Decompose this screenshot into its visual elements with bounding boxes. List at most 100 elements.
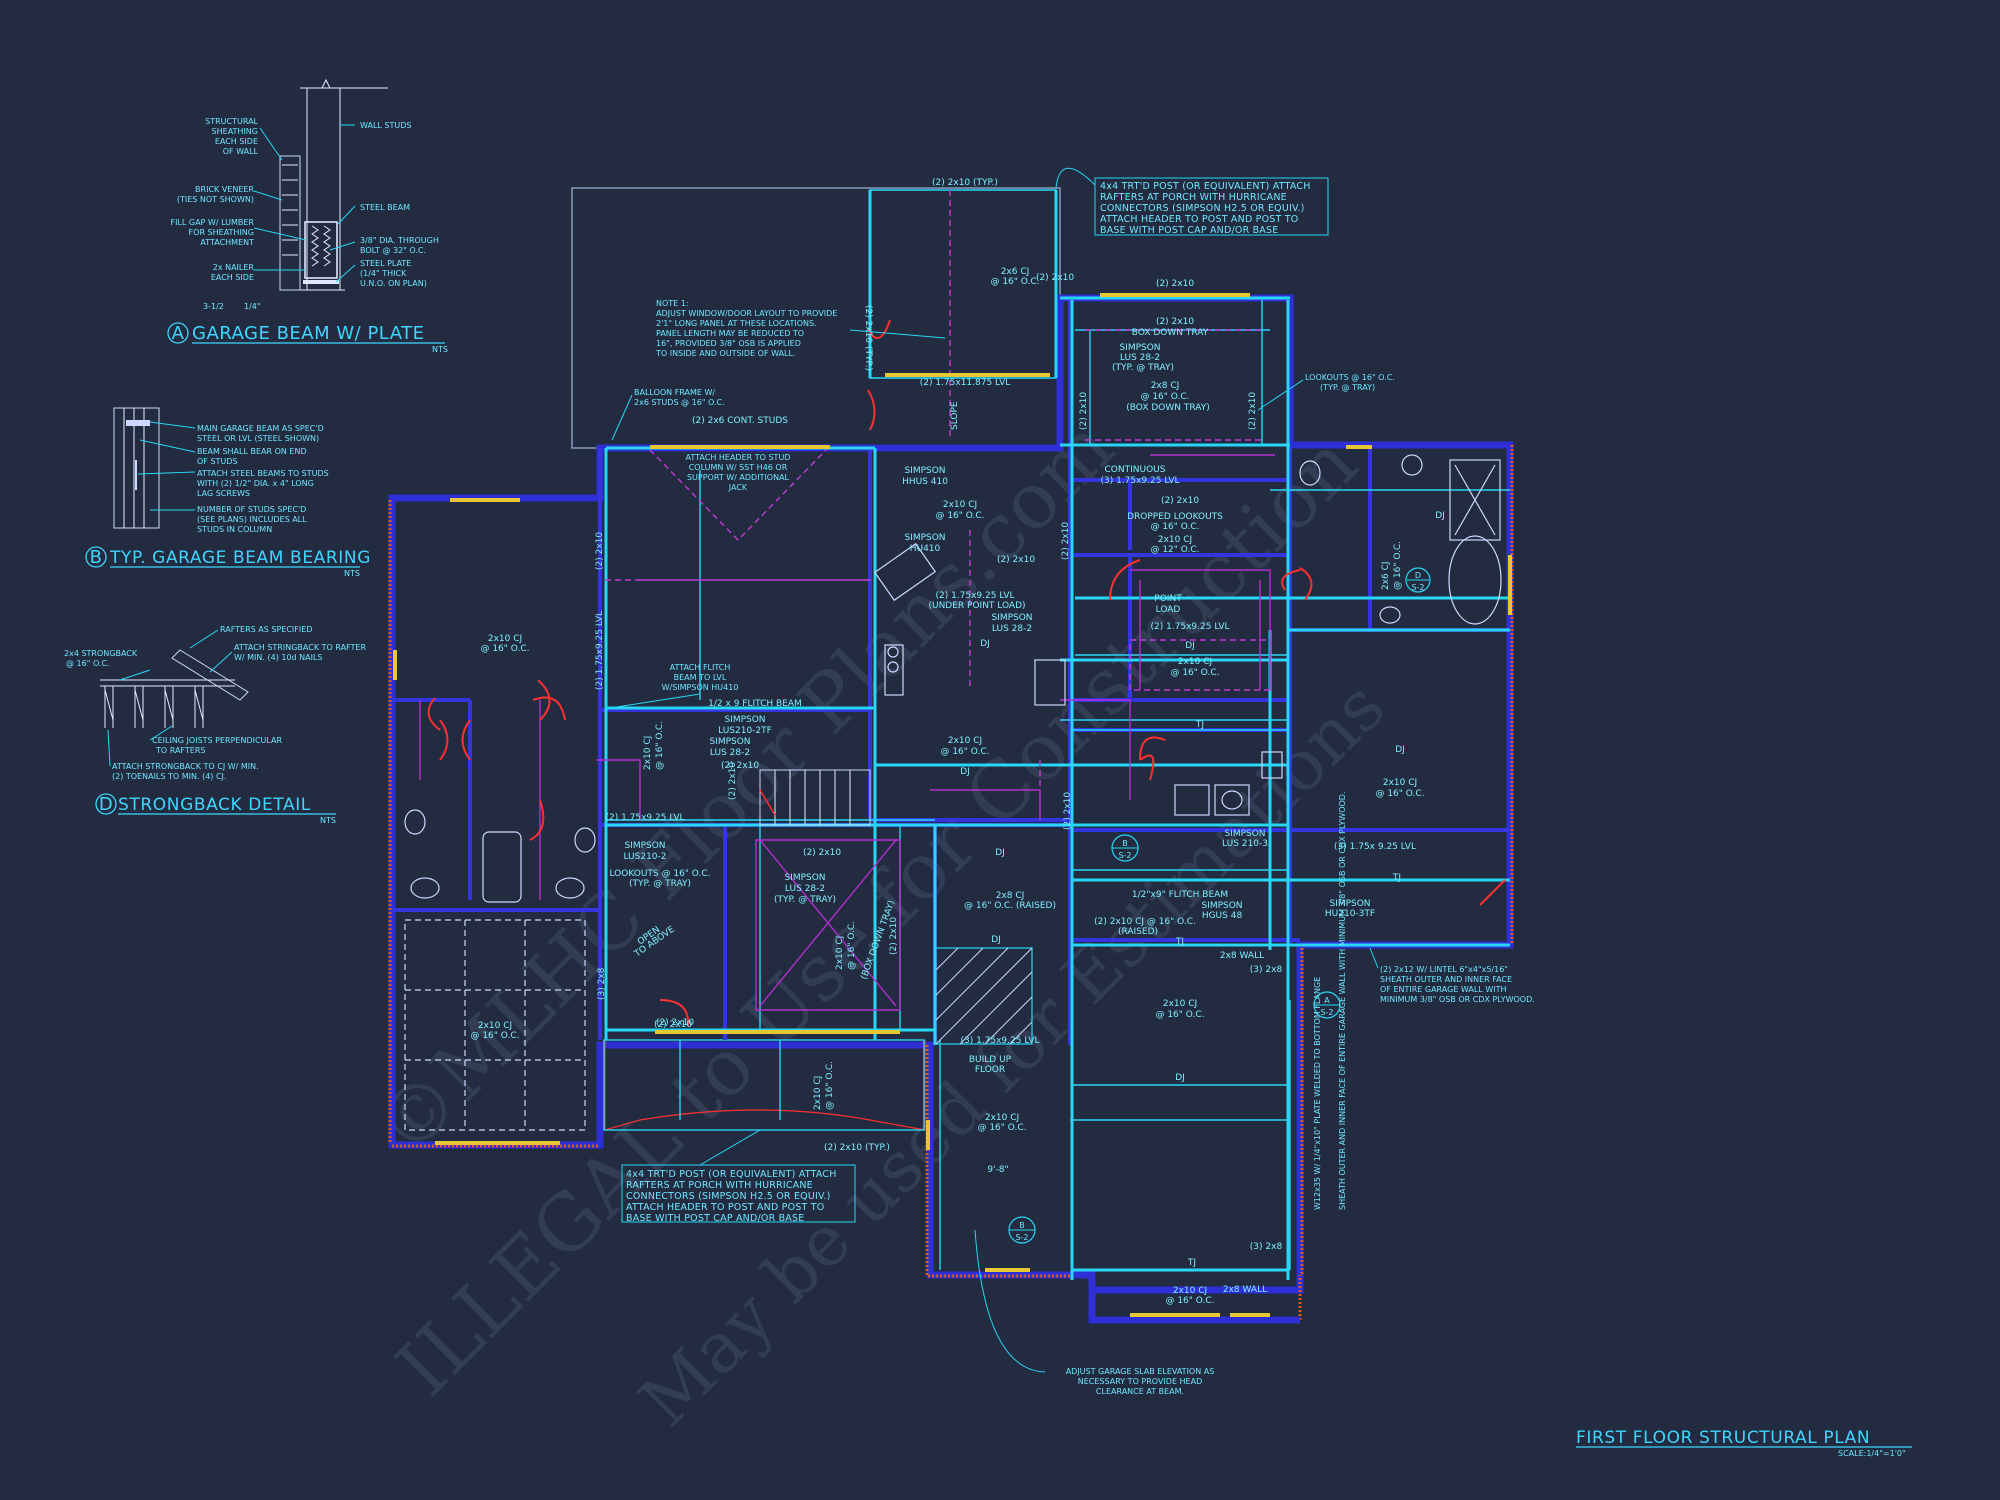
member-label: SIMPSON xyxy=(724,715,765,725)
member-label: 1/2"x9" FLITCH BEAM xyxy=(1132,890,1228,900)
rafter xyxy=(171,649,249,701)
member-label: HGUS 48 xyxy=(1202,911,1243,921)
member-label: (2) 2x6 CONT. STUDS xyxy=(692,416,788,426)
member-label: 2x10 CJ xyxy=(1158,535,1192,545)
member-label: (2) 2x10 (TYP.) xyxy=(932,178,998,188)
garage-door-grid xyxy=(404,919,586,1131)
note-line: 4x4 TRT'D POST (OR EQUIVALENT) ATTACH xyxy=(626,1169,837,1180)
detail-b-leaders xyxy=(137,421,196,511)
note-line: W/SIMPSON HU410 xyxy=(662,683,739,692)
detail-b-beam-bearing: MAIN GARAGE BEAM AS SPEC'D STEEL OR LVL … xyxy=(85,407,370,578)
member-label: SIMPSON xyxy=(1329,899,1370,909)
member-label: DJ xyxy=(995,848,1005,858)
note-line: NOTE 1: xyxy=(656,299,689,308)
member-label: @ 12" O.C. xyxy=(1150,545,1199,555)
note-line: OF ENTIRE GARAGE WALL WITH xyxy=(1380,985,1507,994)
label: U.N.O. ON PLAN) xyxy=(360,279,427,288)
member-label: (3) 1.75x9.25 LVL xyxy=(960,1036,1039,1046)
note-line: CLEARANCE AT BEAM. xyxy=(1096,1387,1184,1396)
member-label: (2) 2x10 xyxy=(728,762,738,800)
front-porch-curve xyxy=(604,1040,926,1131)
beam-lines xyxy=(604,190,1510,1280)
detail-tag-circle xyxy=(95,793,117,815)
label: STEEL BEAM xyxy=(360,203,410,212)
detail-title: STRONGBACK DETAIL xyxy=(118,795,311,815)
member-label: 2x8 CJ xyxy=(996,891,1025,901)
note-line: BALLOON FRAME W/ xyxy=(634,388,715,397)
note-line: LOOKOUTS @ 16" O.C. xyxy=(1305,373,1395,382)
plan-title: FIRST FLOOR STRUCTURAL PLAN xyxy=(1576,1428,1870,1448)
member-label: 2x6 CJ xyxy=(1381,561,1391,590)
member-label: (2) 2x10 xyxy=(1063,792,1073,830)
member-label: FLOOR xyxy=(975,1065,1005,1075)
member-label: 2x10 CJ xyxy=(478,1021,512,1031)
member-label: DJ xyxy=(960,767,970,777)
brick-coursing xyxy=(282,164,298,271)
note-line: NECESSARY TO PROVIDE HEAD xyxy=(1078,1377,1203,1386)
section-tags: D S-2 B S-2 A S-2 B S-2 xyxy=(1008,567,1431,1244)
member-label: (TYP. @ TRAY) xyxy=(629,879,691,889)
section-tag-letter: B xyxy=(1122,839,1128,848)
member-label: DJ xyxy=(1185,641,1195,651)
member-label: BUILD UP xyxy=(969,1055,1012,1065)
member-label: (TYP. @ TRAY) xyxy=(774,895,836,905)
member-label: @ 16" O.C. xyxy=(1375,789,1424,799)
stud-column xyxy=(113,407,160,529)
member-label: 2x10 CJ xyxy=(835,936,845,970)
member-label: (2) 1.75x9.25 LVL xyxy=(605,813,684,823)
boxed-note-porch-bottom: 4x4 TRT'D POST (OR EQUIVALENT) ATTACH RA… xyxy=(621,1129,856,1224)
note-line: COLUMN W/ SST H46 OR xyxy=(689,463,788,472)
label: 3-1/2 xyxy=(203,302,224,311)
member-label: HU410 xyxy=(910,544,941,554)
member-label: @ 16" O.C. xyxy=(977,1123,1026,1133)
label: ATTACH STEEL BEAMS TO STUDS xyxy=(197,469,329,478)
member-label: LUS 28-2 xyxy=(992,624,1032,634)
member-label: (2) 2x10 xyxy=(1161,496,1199,506)
member-label: HHUS 410 xyxy=(902,477,948,487)
label: STEEL OR LVL (STEEL SHOWN) xyxy=(197,434,319,443)
section-tag-sheet: S-2 xyxy=(1015,1233,1028,1242)
member-label: DJ xyxy=(1175,1073,1185,1083)
member-label: SIMPSON xyxy=(1201,901,1242,911)
note-line: 2x6 STUDS @ 16" O.C. xyxy=(634,398,725,407)
note-line: BASE WITH POST CAP AND/OR BASE xyxy=(626,1213,804,1224)
member-label: (BOX DOWN TRAY) xyxy=(1126,403,1209,413)
member-label: CONTINUOUS xyxy=(1105,465,1166,475)
detail-tag: A xyxy=(172,323,185,344)
label: 1/4" xyxy=(244,302,261,311)
detail-d-leaders xyxy=(107,629,233,767)
note-line: 2'1" LONG PANEL AT THESE LOCATIONS. xyxy=(656,319,817,328)
steel-beam xyxy=(304,221,338,279)
section-tag-circle xyxy=(1405,567,1431,593)
label: FILL GAP W/ LUMBER xyxy=(170,218,254,227)
note-line: BASE WITH POST CAP AND/OR BASE xyxy=(1100,225,1278,236)
member-label: LUS 210-3 xyxy=(1222,839,1268,849)
vertical-note: SHEATH OUTER AND INNER FACE OF ENTIRE GA… xyxy=(1338,792,1347,1211)
member-label: 1/2 x 9 FLITCH BEAM xyxy=(708,699,802,709)
member-label: (2) 2x10 xyxy=(1156,317,1194,327)
member-label: LOAD xyxy=(1156,605,1181,615)
stair xyxy=(759,769,871,826)
member-label: (UNDER POINT LOAD) xyxy=(928,601,1025,611)
label: TO RAFTERS xyxy=(155,746,205,755)
member-label: (2) 2x10 xyxy=(1061,522,1071,560)
member-label: 2x10 CJ xyxy=(1173,1286,1207,1296)
member-label: @ 16" O.C. xyxy=(940,747,989,757)
member-label: @ 16" O.C. xyxy=(1150,522,1199,532)
member-label: (3) 2x8 xyxy=(1250,1242,1283,1252)
label: ATTACH STRONGBACK TO CJ W/ MIN. xyxy=(112,762,259,771)
note-line: ATTACH HEADER TO POST AND POST TO xyxy=(626,1202,824,1213)
member-label: @ 16" O.C. xyxy=(470,1031,519,1041)
plan-title-block: FIRST FLOOR STRUCTURAL PLAN SCALE:1/4"=1… xyxy=(1576,1428,1912,1458)
member-label: 2x10 CJ xyxy=(1163,999,1197,1009)
member-label: SIMPSON xyxy=(624,841,665,851)
member-label: @ 16" O.C. xyxy=(990,277,1039,287)
label: STUDS IN COLUMN xyxy=(197,525,272,534)
member-label: 2x10 CJ xyxy=(813,1076,823,1110)
member-label: SIMPSON xyxy=(784,873,825,883)
member-label: DJ xyxy=(1435,511,1445,521)
member-label: TJ xyxy=(1392,873,1401,883)
label: (2) TOENAILS TO MIN. (4) CJ. xyxy=(112,772,226,781)
note-line: SUPPORT W/ ADDITIONAL xyxy=(687,473,790,482)
boxed-note-porch-top: 4x4 TRT'D POST (OR EQUIVALENT) ATTACH RA… xyxy=(1055,167,1329,236)
